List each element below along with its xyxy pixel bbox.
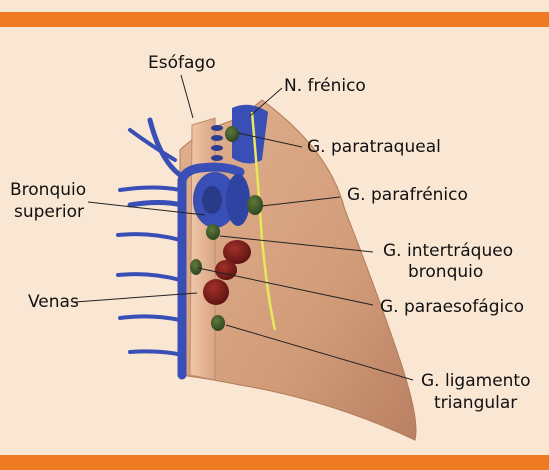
label-g-parafrenico: G. parafrénico: [347, 185, 468, 205]
label-bronquio-line1: Bronquio: [10, 180, 86, 200]
label-g-intertraqueo-line1: G. intertráqueo: [383, 241, 513, 261]
paratracheal-node: [225, 126, 239, 142]
label-esofago: Esófago: [148, 53, 216, 73]
intertracheobronchial-node: [206, 224, 220, 240]
red-node-lower: [203, 279, 229, 305]
label-g-intertraqueo-line2: bronquio: [408, 262, 483, 282]
red-node-middle: [215, 260, 237, 280]
paraphrenic-node: [247, 195, 263, 215]
label-venas: Venas: [28, 292, 79, 312]
label-bronquio-line2: superior: [14, 202, 84, 222]
paraesophageal-node-green: [190, 259, 202, 275]
label-g-paratraqueal: G. paratraqueal: [307, 137, 441, 157]
label-g-ligamento-line2: triangular: [434, 393, 517, 413]
label-g-ligamento-line1: G. ligamento: [421, 371, 531, 391]
bronchus-structure: [193, 172, 250, 228]
label-g-paraesofagico: G. paraesofágico: [380, 297, 524, 317]
triangular-ligament-node: [211, 315, 225, 331]
label-n-frenico: N. frénico: [284, 76, 366, 96]
